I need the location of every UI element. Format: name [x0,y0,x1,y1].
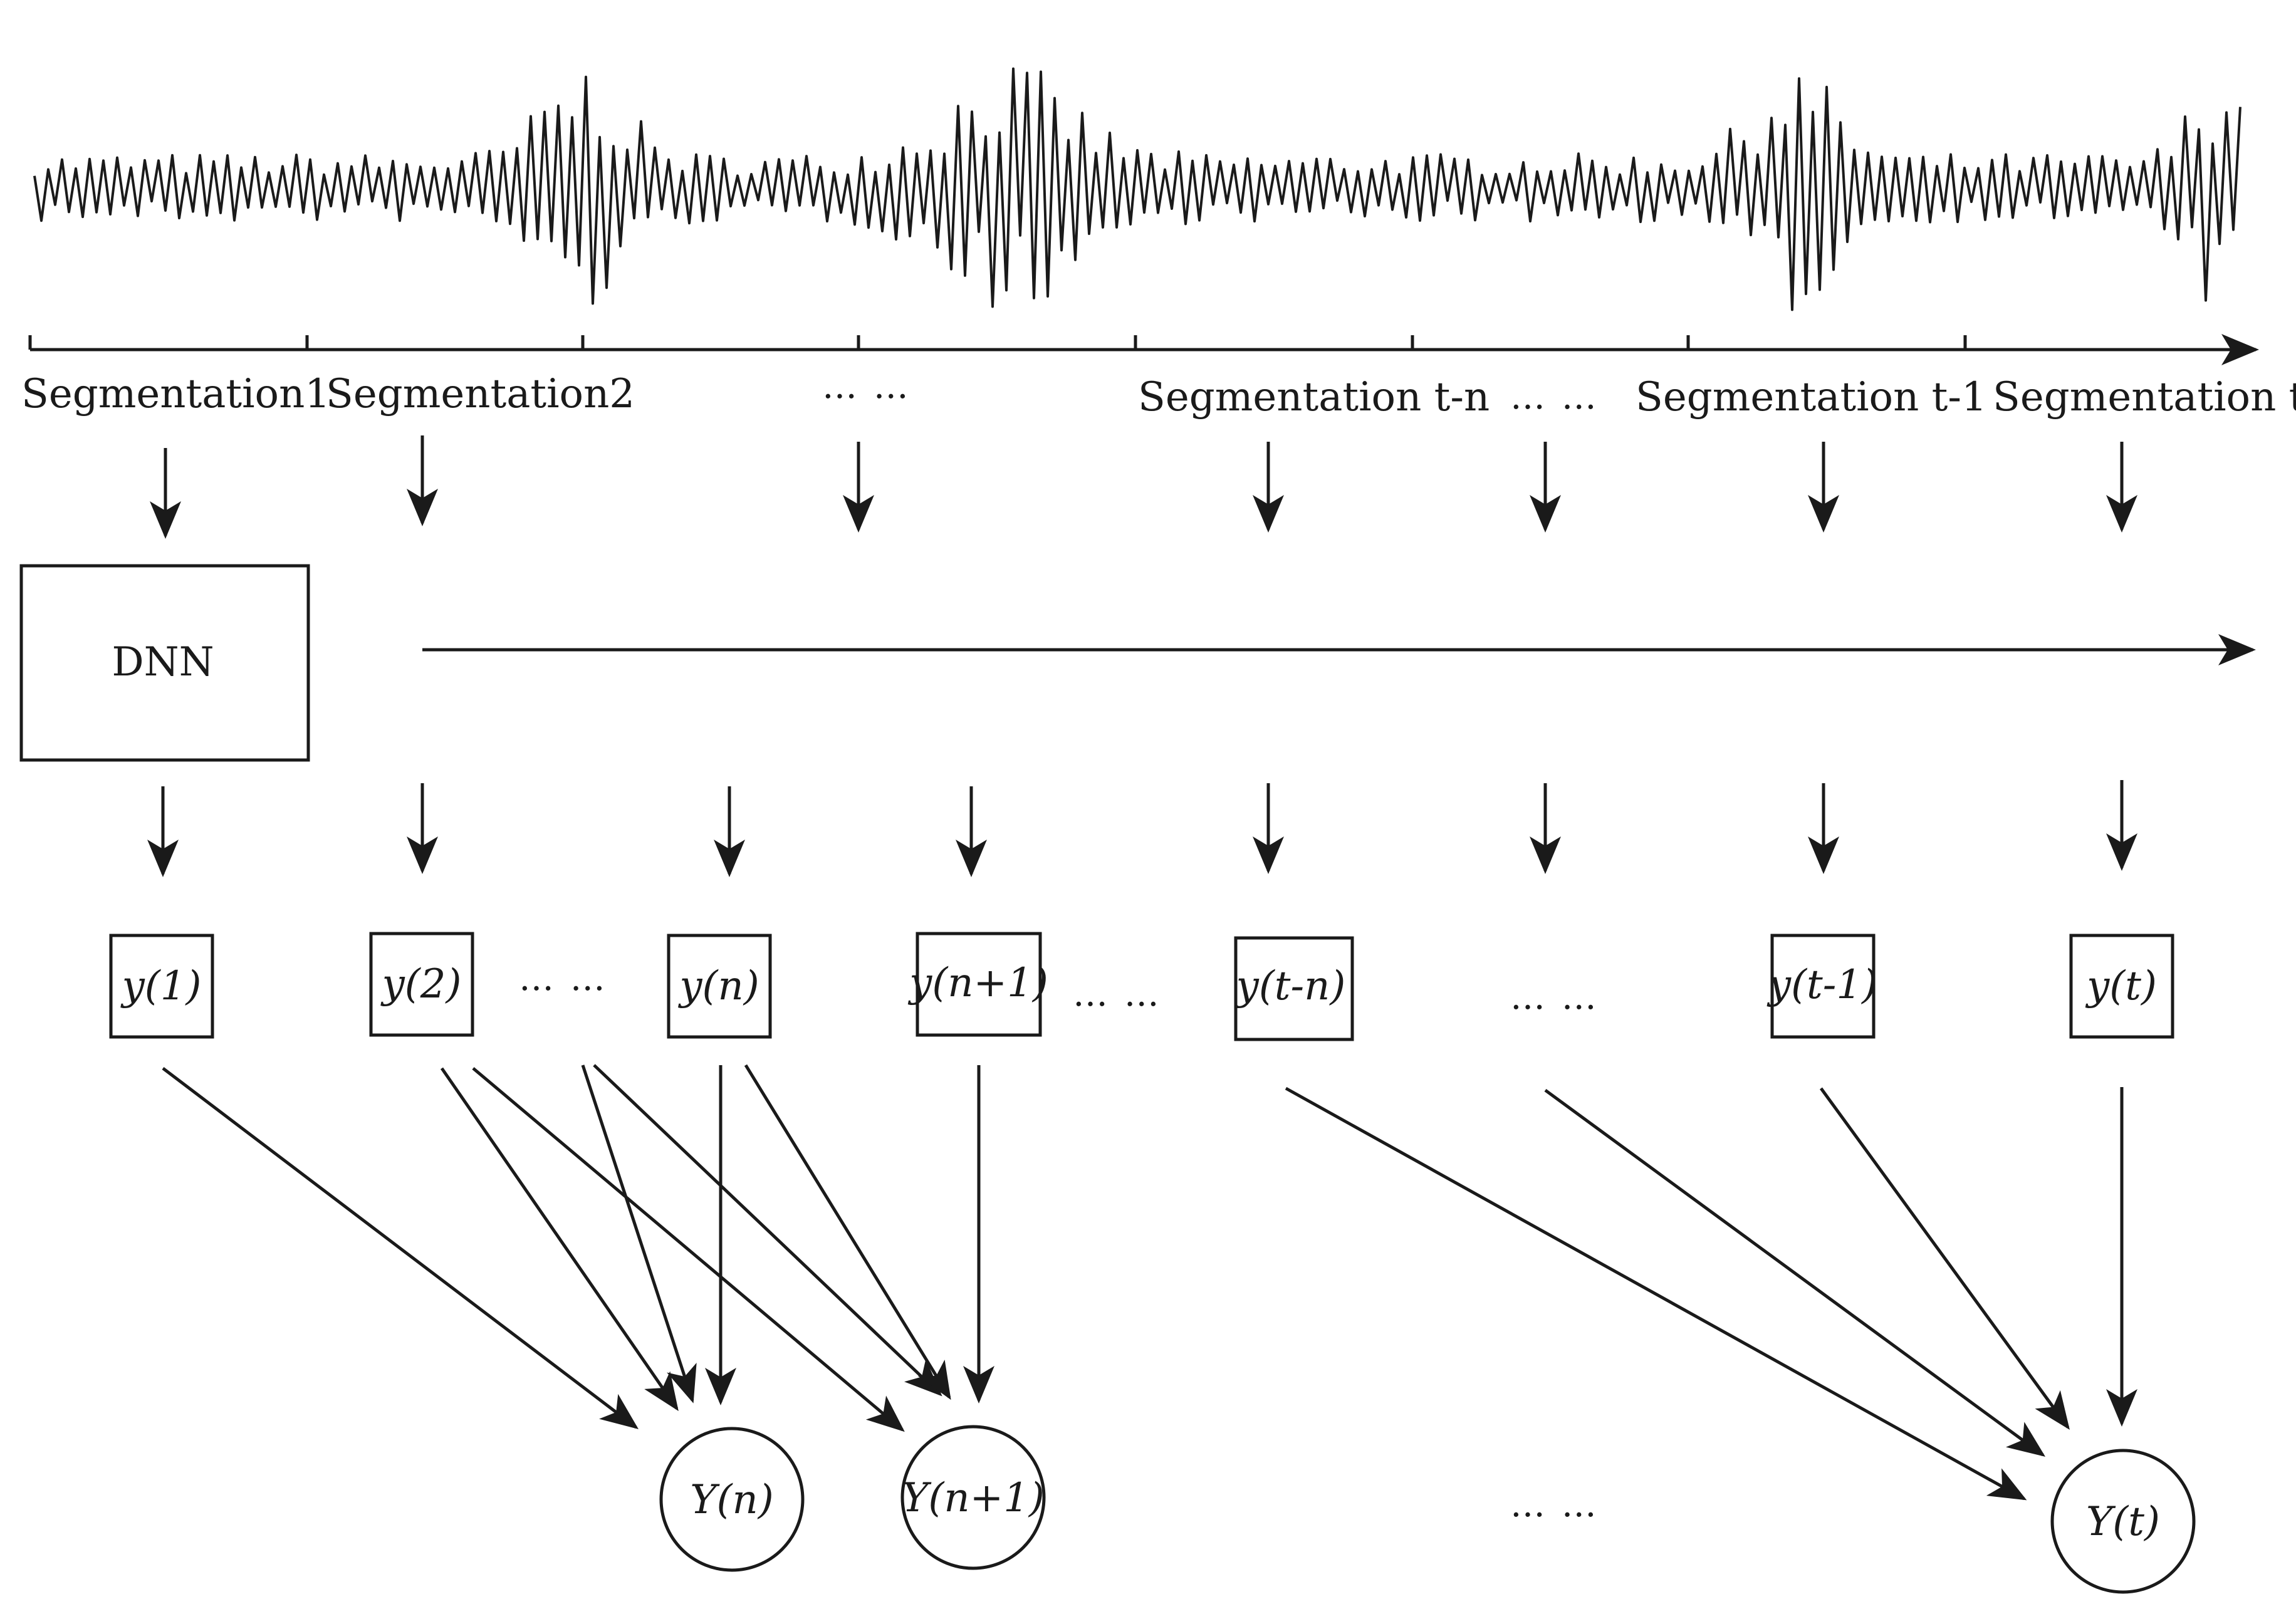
dnn-label: DNN [112,639,214,685]
output-box-yt1 [1770,934,1876,1039]
output-label-yt1: y(t-1) [1766,962,1877,1008]
aggregate-label-Yn1: Y(n+1) [902,1475,1045,1521]
segment-label-1: Segmentation1 [21,371,330,417]
output-label-y1: y(1) [120,963,202,1009]
output-ellipsis-b: … … [1073,974,1162,1014]
output-label-ytn: y(t-n) [1234,963,1346,1009]
output-box-yn [667,934,772,1039]
output-label-y2: y(2) [380,961,462,1008]
axis-ticks [28,335,1967,350]
dnn-box [19,564,310,762]
output-ellipsis-a: … … [519,958,608,999]
aggregate-label-Yn: Y(n) [690,1477,773,1523]
segment-label-2: Segmentation2 [326,371,635,417]
dnn-to-output-arrows [147,780,2137,877]
segment-label-t: Segmentation t [1993,374,2296,420]
segment-label-t-n: Segmentation t-n [1138,374,1490,420]
segment-label-t-1: Segmentation t-1 [1636,374,1987,420]
aggregate-circle-Yt [2050,1449,2196,1594]
segment-to-dnn-arrows [150,435,2137,539]
segment-ellipsis-2: … … [1510,377,1599,417]
aggregate-label-Yt: Y(t) [2086,1499,2160,1545]
output-box-yt [2069,934,2174,1039]
aggregate-circle-Yn1 [900,1425,1046,1570]
aggregate-ellipsis: … … [1510,1484,1599,1525]
aggregation-arrows [162,1064,2137,1501]
output-box-y2 [369,932,474,1037]
segment-ellipsis: … … [822,366,911,407]
aggregate-circle-Yn [659,1427,805,1572]
output-label-yt: y(t) [2085,963,2157,1009]
output-label-yn: y(n) [677,963,759,1009]
output-label-yn1: y(n+1) [907,960,1048,1006]
output-box-y1 [109,934,214,1039]
output-box-yn1 [916,932,1042,1037]
output-ellipsis-c: … … [1510,977,1599,1018]
output-box-ytn [1234,936,1354,1041]
signal-waveform [33,67,2241,311]
